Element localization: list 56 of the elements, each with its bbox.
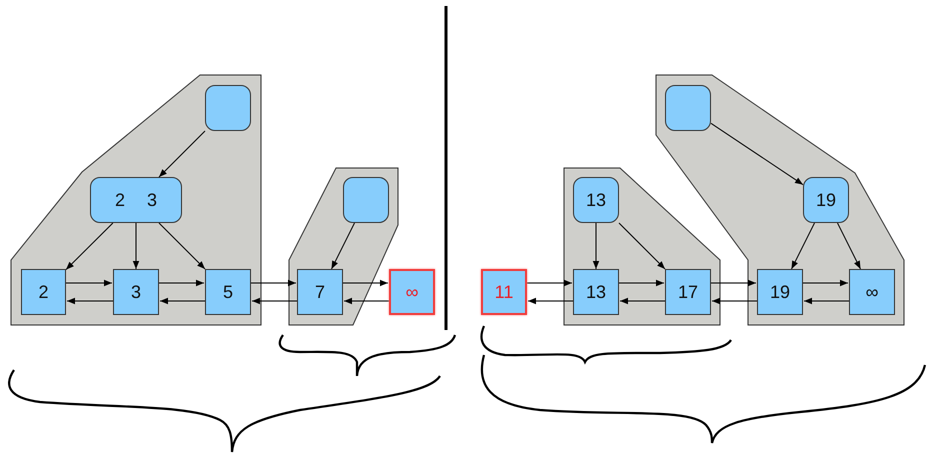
arrow — [528, 298, 574, 304]
arrow — [66, 298, 114, 304]
leaf-node — [757, 269, 803, 315]
arrow — [710, 122, 804, 186]
leaf-node — [665, 269, 711, 315]
arrow — [791, 222, 815, 270]
arrow — [344, 298, 390, 304]
key-label: ∞ — [866, 283, 878, 301]
arrow — [837, 222, 861, 270]
index-node — [90, 177, 182, 223]
arrow — [804, 298, 850, 304]
arrow — [158, 280, 204, 286]
leaf-node — [481, 269, 527, 315]
index-node — [573, 177, 619, 223]
leaf-node — [573, 269, 619, 315]
key-label: 2 — [38, 283, 48, 301]
arrow — [66, 280, 112, 286]
key-label: 3 — [147, 191, 158, 209]
index-node — [343, 177, 389, 223]
key-label: 13 — [586, 283, 606, 301]
arrow — [618, 222, 666, 270]
key-label: 19 — [816, 191, 836, 209]
arrow — [620, 298, 666, 304]
index-node — [665, 85, 711, 131]
key-label: 7 — [314, 283, 325, 301]
key-label: 2 — [114, 191, 125, 209]
arrow — [618, 280, 664, 286]
arrow — [132, 222, 140, 270]
arrow — [331, 222, 355, 270]
arrow — [158, 222, 206, 270]
index-node — [205, 85, 251, 131]
leaf-node — [849, 269, 895, 315]
key-label: 13 — [586, 191, 606, 209]
key-label: 5 — [222, 283, 233, 301]
arrow — [250, 280, 296, 286]
arrow — [526, 280, 572, 286]
leaf-node — [21, 269, 66, 315]
arrow — [592, 222, 600, 270]
arrow — [802, 280, 848, 286]
arrow — [710, 280, 756, 286]
leaf-node — [389, 269, 435, 315]
key-label: 11 — [494, 283, 514, 301]
arrow — [66, 222, 114, 270]
arrow — [342, 280, 388, 286]
arrow — [252, 298, 298, 304]
leaf-node — [205, 269, 251, 315]
arrow — [712, 298, 758, 304]
arrow — [160, 298, 206, 304]
leaf-node — [113, 269, 159, 315]
key-label: 19 — [770, 283, 790, 301]
key-label: 17 — [678, 283, 698, 301]
key-label: 3 — [130, 283, 141, 301]
leaf-node — [297, 269, 343, 315]
key-label: ∞ — [406, 283, 418, 301]
index-node — [803, 177, 849, 223]
arrow — [158, 130, 206, 178]
